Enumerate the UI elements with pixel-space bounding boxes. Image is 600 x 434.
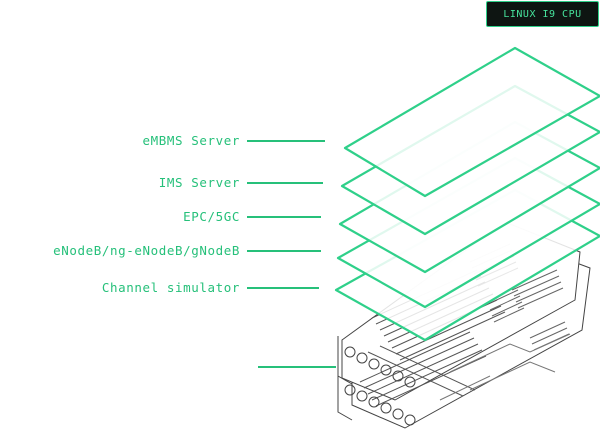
leader-line <box>247 216 321 218</box>
label-epc-5gc: EPC/5GC <box>183 209 240 224</box>
label-embms-server: eMBMS Server <box>142 133 240 148</box>
label-channel-simulator: Channel simulator <box>101 280 240 295</box>
software-layers <box>334 46 600 342</box>
leader-line <box>247 287 319 289</box>
leader-line <box>247 140 325 142</box>
label-ims-server: IMS Server <box>158 175 240 190</box>
leader-line <box>247 182 323 184</box>
layer-embms <box>343 46 600 198</box>
board-leader-line <box>258 366 336 368</box>
cpu-badge: LINUX I9 CPU <box>486 1 599 27</box>
leader-line <box>247 250 321 252</box>
label-enodeb: eNodeB/ng-eNodeB/gNodeB <box>53 243 240 258</box>
